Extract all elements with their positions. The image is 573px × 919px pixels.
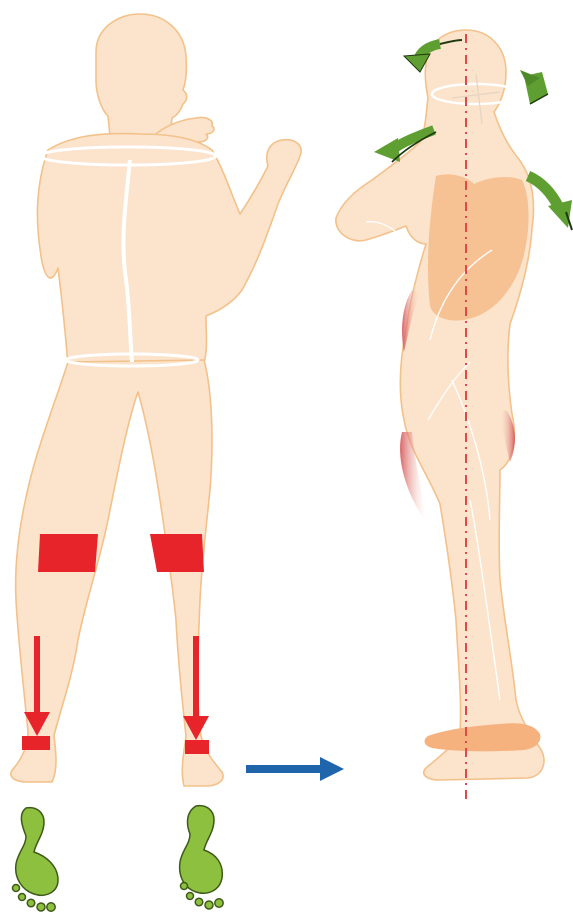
right-knee-band [150,534,204,572]
right-ankle-band [185,740,209,754]
rotate-arrow-icon [520,70,548,104]
side-view-figure [336,30,544,800]
right-arrow-icon [246,757,344,781]
back-figure-head [96,14,187,136]
left-ankle-band [22,736,50,750]
back-figure-torso [37,134,301,366]
rotate-arrow-icon [528,176,572,230]
side-figure-body [336,30,544,780]
left-knee-band [38,534,98,572]
left-footprint-icon [13,808,59,912]
back-view-figure [11,14,301,786]
right-footprint-icon [180,806,224,909]
foot-highlight [425,723,541,751]
